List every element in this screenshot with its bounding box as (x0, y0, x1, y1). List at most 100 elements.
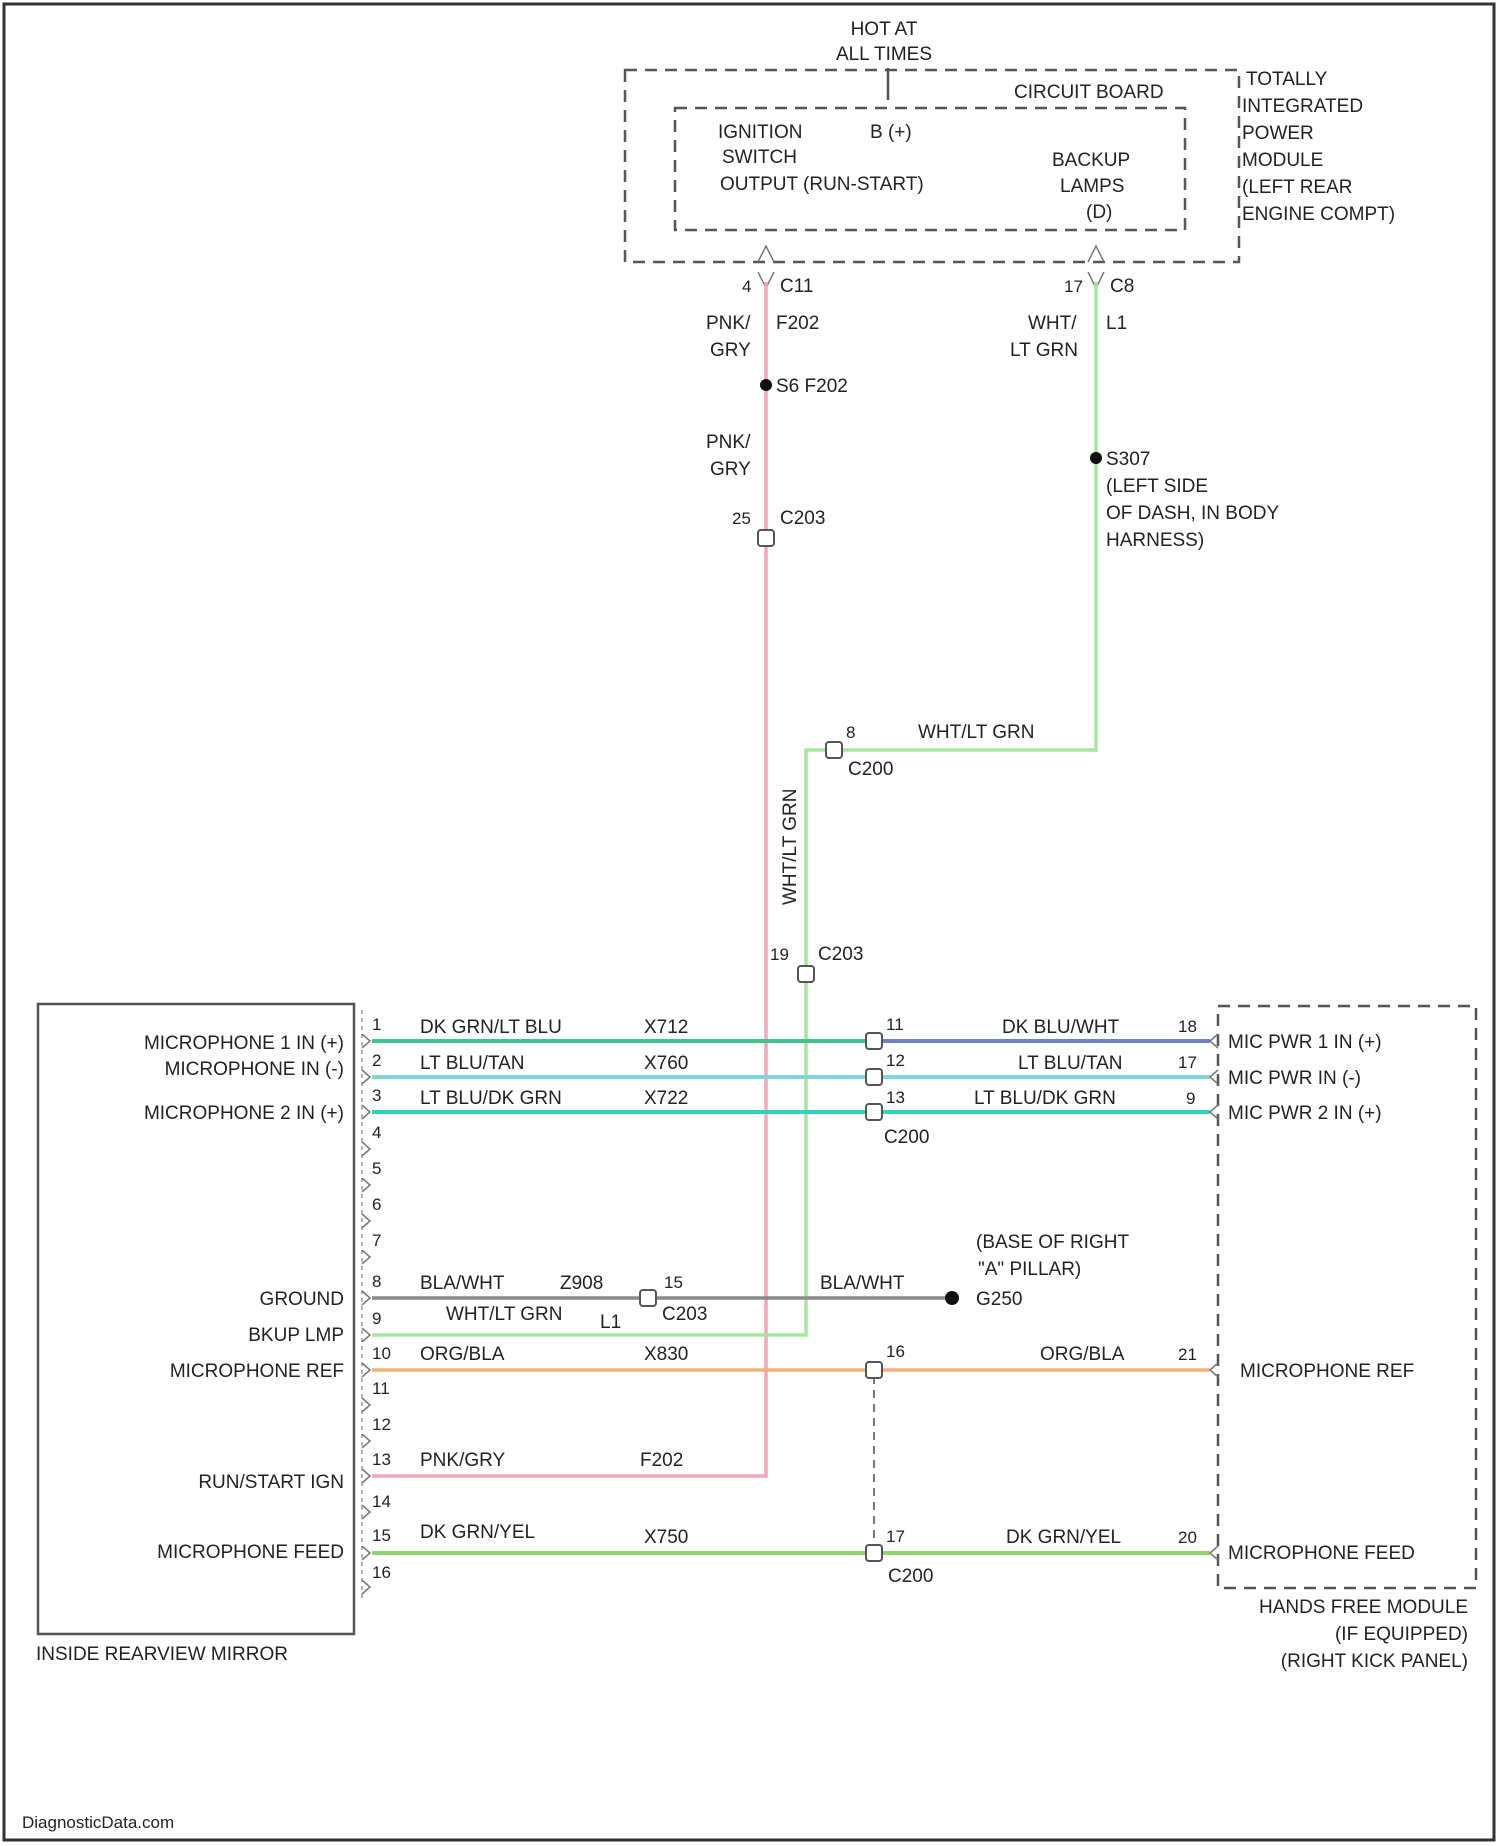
mirror-pin-12: 12 (362, 1415, 391, 1448)
mirror-pin-1: 1 (362, 1015, 381, 1048)
c200-p17-label: 17 (886, 1527, 905, 1546)
svg-text:7: 7 (372, 1231, 381, 1250)
svg-text:6: 6 (372, 1195, 381, 1214)
w3-color-label: LT BLU/DK GRN (420, 1088, 562, 1109)
w15-circuit-label: X750 (644, 1527, 688, 1548)
hfm-label-pin: MIC PWR IN (-) (1228, 1068, 1361, 1089)
gry-label-2: GRY (710, 459, 751, 480)
hfm-name-3: (RIGHT KICK PANEL) (1281, 1651, 1468, 1672)
mirror-pin-7: 7 (362, 1231, 381, 1264)
mirror-label-mic2: MICROPHONE 2 IN (+) (144, 1103, 344, 1124)
mirror-module-box (38, 1004, 354, 1634)
s307-location-2: OF DASH, IN BODY (1106, 503, 1279, 524)
hfm-label-ref: MICROPHONE REF (1240, 1361, 1414, 1382)
mirror-label-micin: MICROPHONE IN (-) (165, 1059, 344, 1080)
hfm-label-p1: MIC PWR 1 IN (+) (1228, 1032, 1382, 1053)
hot-at-label: HOT AT (851, 19, 918, 40)
mirror-pin-16: 16 (362, 1563, 391, 1594)
backup-lamps-label-1: BACKUP (1052, 150, 1130, 171)
f202-label-a: F202 (776, 313, 819, 334)
svg-text:12: 12 (372, 1415, 391, 1434)
c11-pin-label: 4 (742, 277, 751, 296)
c200-label-c: C200 (888, 1566, 933, 1587)
w15-color-label: DK GRN/YEL (420, 1522, 535, 1543)
c200-connector-p12 (866, 1069, 882, 1085)
wht-ltgrn-horizontal-label: WHT/LT GRN (918, 722, 1034, 743)
s307-location-1: (LEFT SIDE (1106, 476, 1208, 497)
backup-lamps-label-2: LAMPS (1060, 176, 1124, 197)
svg-text:5: 5 (372, 1159, 381, 1178)
c200-label-a: C200 (848, 759, 893, 780)
mirror-label-bkup: BKUP LMP (248, 1325, 344, 1346)
svg-text:1: 1 (372, 1015, 381, 1034)
hfm-pin-18: 18 (1178, 1017, 1218, 1048)
w2-color-label: LT BLU/TAN (420, 1053, 525, 1074)
hfm-pin-21: 21 (1178, 1345, 1218, 1377)
r2-color-label: LT BLU/TAN (1018, 1053, 1123, 1074)
r8-color-label: BLA/WHT (820, 1273, 905, 1294)
tipm-label-1: TOTALLY (1246, 69, 1328, 90)
mirror-module-name: INSIDE REARVIEW MIRROR (36, 1644, 288, 1665)
c203-p15-label: 15 (664, 1273, 683, 1292)
wht-label-1: WHT/ (1028, 313, 1077, 334)
svg-text:16: 16 (372, 1563, 391, 1582)
c200-p12-label: 12 (886, 1051, 905, 1070)
svg-text:21: 21 (1178, 1345, 1197, 1364)
w9-circuit-label: L1 (600, 1312, 621, 1333)
w1-circuit-label: X712 (644, 1017, 688, 1038)
mirror-label-ground: GROUND (260, 1289, 344, 1310)
mirror-label-micref: MICROPHONE REF (170, 1361, 344, 1382)
w3-circuit-label: X722 (644, 1088, 688, 1109)
tipm-label-2: INTEGRATED (1242, 96, 1363, 117)
mirror-label-runstart: RUN/START IGN (198, 1472, 344, 1493)
l1-label-a: L1 (1106, 313, 1127, 334)
s307-location-3: HARNESS) (1106, 530, 1204, 551)
pnk-label-1: PNK/ (706, 313, 751, 334)
hfm-label-feed: MICROPHONE FEED (1228, 1543, 1415, 1564)
svg-text:9: 9 (1186, 1089, 1195, 1108)
circuit-board-label: CIRCUIT BOARD (1014, 82, 1164, 103)
r10-color-label: ORG/BLA (1040, 1344, 1125, 1365)
c8-label: C8 (1110, 276, 1134, 297)
c200-connector-p17 (866, 1545, 882, 1561)
mirror-pin-9: 9 (362, 1309, 381, 1342)
w13-color-label: PNK/GRY (420, 1450, 506, 1471)
svg-text:11: 11 (372, 1379, 390, 1398)
c200-p13-label: 13 (886, 1088, 905, 1107)
svg-text:20: 20 (1178, 1528, 1197, 1547)
mirror-pin-3: 3 (362, 1086, 381, 1119)
w8-circuit-label: Z908 (560, 1273, 603, 1294)
tipm-label-3: POWER (1242, 123, 1314, 144)
bplus-label: B (+) (870, 122, 912, 143)
ignition-label-3: OUTPUT (RUN-START) (720, 174, 924, 195)
ignition-label-2: SWITCH (722, 147, 797, 168)
hfm-name-2: (IF EQUIPPED) (1335, 1624, 1468, 1645)
mirror-pin-10: 10 (362, 1344, 391, 1377)
mirror-label-mic1: MICROPHONE 1 IN (+) (144, 1033, 344, 1054)
mirror-pin-2: 2 (362, 1051, 381, 1084)
ltgrn-label-1: LT GRN (1010, 340, 1078, 361)
svg-text:4: 4 (372, 1123, 381, 1142)
c200-connector-a (826, 742, 842, 758)
c203-connector-b (798, 966, 814, 982)
c200-connector-p11 (866, 1033, 882, 1049)
w1-color-label: DK GRN/LT BLU (420, 1017, 562, 1038)
hfm-label-p2: MIC PWR 2 IN (+) (1228, 1103, 1382, 1124)
hfm-name-1: HANDS FREE MODULE (1259, 1597, 1468, 1618)
c200-p11-label: 11 (886, 1015, 904, 1034)
svg-text:3: 3 (372, 1086, 381, 1105)
svg-text:13: 13 (372, 1450, 391, 1469)
tipm-label-6: ENGINE COMPT) (1242, 204, 1395, 225)
c203-pin-label-a: 25 (732, 509, 751, 528)
svg-text:2: 2 (372, 1051, 381, 1070)
s307-splice-dot (1090, 452, 1102, 464)
pnk-label-2: PNK/ (706, 432, 751, 453)
w10-circuit-label: X830 (644, 1344, 688, 1365)
w13-circuit-label: F202 (640, 1450, 683, 1471)
c203-label-c: C203 (662, 1304, 707, 1325)
hfm-pin-17: 17 (1178, 1053, 1218, 1084)
c203-label-b: C203 (818, 944, 863, 965)
splice-f202-dot (760, 379, 772, 391)
backup-lamps-label-3: (D) (1086, 202, 1112, 223)
c8-connector-symbol (1088, 246, 1104, 262)
